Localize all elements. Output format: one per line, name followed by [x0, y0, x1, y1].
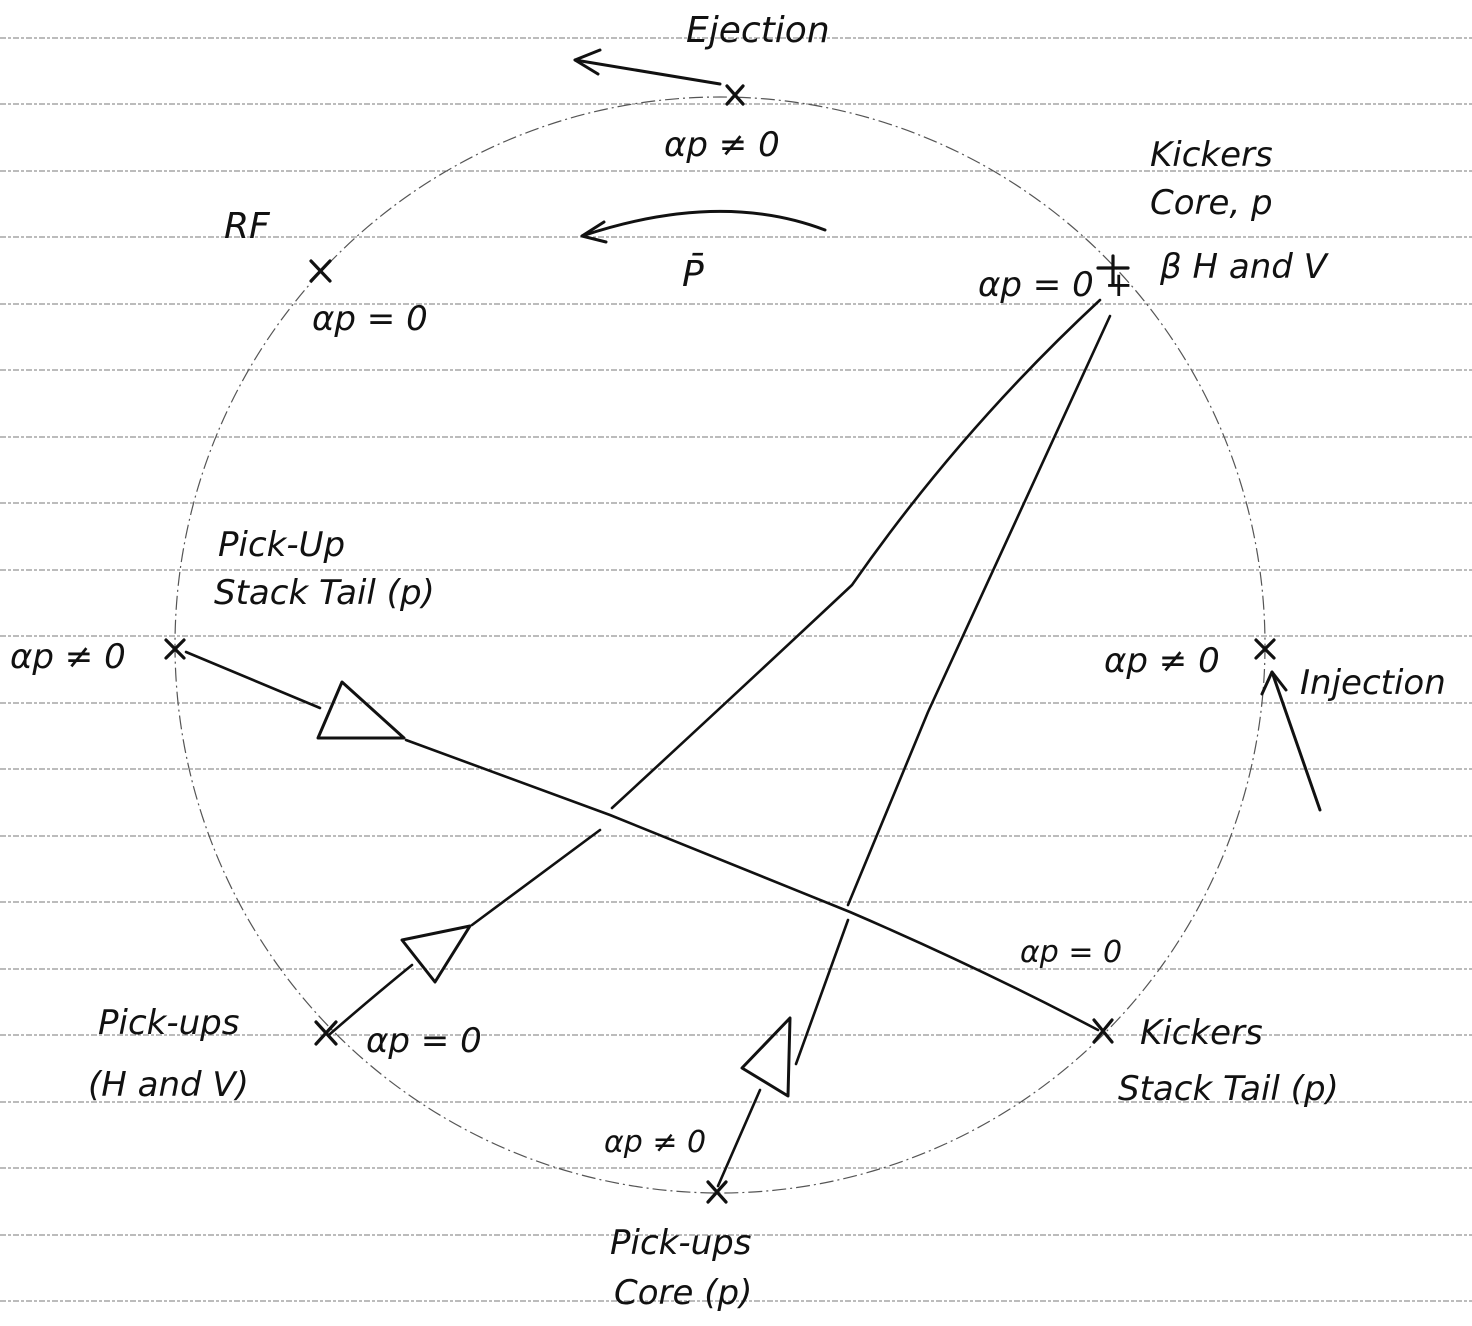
pbar-label: P̄ [682, 252, 704, 295]
ejection-arrow [573, 48, 722, 86]
pickups-core-alpha-label: αp ≠ 0 [604, 1125, 706, 1160]
pickup-tail-label-line1: Pick-Up [218, 525, 345, 565]
kickers-core-label-line1: Kickers [1150, 135, 1273, 175]
injection-label: Injection [1300, 663, 1446, 703]
ejection-label: Ejection [686, 10, 830, 51]
pickups-core-marker [706, 1180, 728, 1204]
core-amplifier-icon [740, 1016, 792, 1098]
pickup-tail-marker [164, 638, 186, 660]
kickers-tail-label-line1: Kickers [1140, 1013, 1263, 1053]
pickups-core-label-line1: Pick-ups [610, 1223, 751, 1263]
hv-amplifier-icon [400, 924, 472, 984]
ejection-alpha-label: αp ≠ 0 [664, 125, 780, 165]
ejection-marker [725, 84, 745, 106]
core-link [716, 314, 1112, 1188]
rf-marker [309, 259, 332, 283]
stack-tail-link [184, 650, 1100, 1032]
kickers-core-label-line3: β H and V [1159, 247, 1330, 287]
kickers-tail-alpha-label: αp = 0 [1020, 935, 1122, 970]
pickups-hv-alpha-label: αp = 0 [366, 1021, 482, 1061]
kickers-tail-label-line2: Stack Tail (p) [1118, 1069, 1339, 1109]
kickers-core-alpha-label: αp = 0 + [978, 265, 1133, 305]
pickups-core-label-line2: Core (p) [614, 1273, 752, 1313]
injection-alpha-label: αp ≠ 0 [1104, 641, 1220, 681]
kickers-tail-marker [1092, 1018, 1114, 1044]
kickers-core-label-line2: Core, p [1150, 183, 1273, 223]
pickup-tail-label-line2: Stack Tail (p) [214, 573, 435, 613]
pickups-hv-label-line2: (H and V) [88, 1065, 249, 1105]
rf-alpha-label: αp = 0 [312, 299, 428, 339]
kickers-core-marker [1096, 254, 1130, 286]
pbar-direction-arrow [580, 209, 827, 244]
pickups-hv-marker [314, 1020, 338, 1046]
pickups-hv-label-line1: Pick-ups [98, 1003, 239, 1043]
injection-marker [1254, 638, 1276, 660]
rf-label: RF [224, 206, 271, 247]
pickup-tail-alpha-label: αp ≠ 0 [10, 637, 126, 677]
injection-arrow [1260, 670, 1322, 812]
ruled-lines [0, 37, 1472, 1302]
stack-tail-amplifier-icon [316, 680, 406, 740]
betatron-hv-link [328, 298, 1102, 1036]
